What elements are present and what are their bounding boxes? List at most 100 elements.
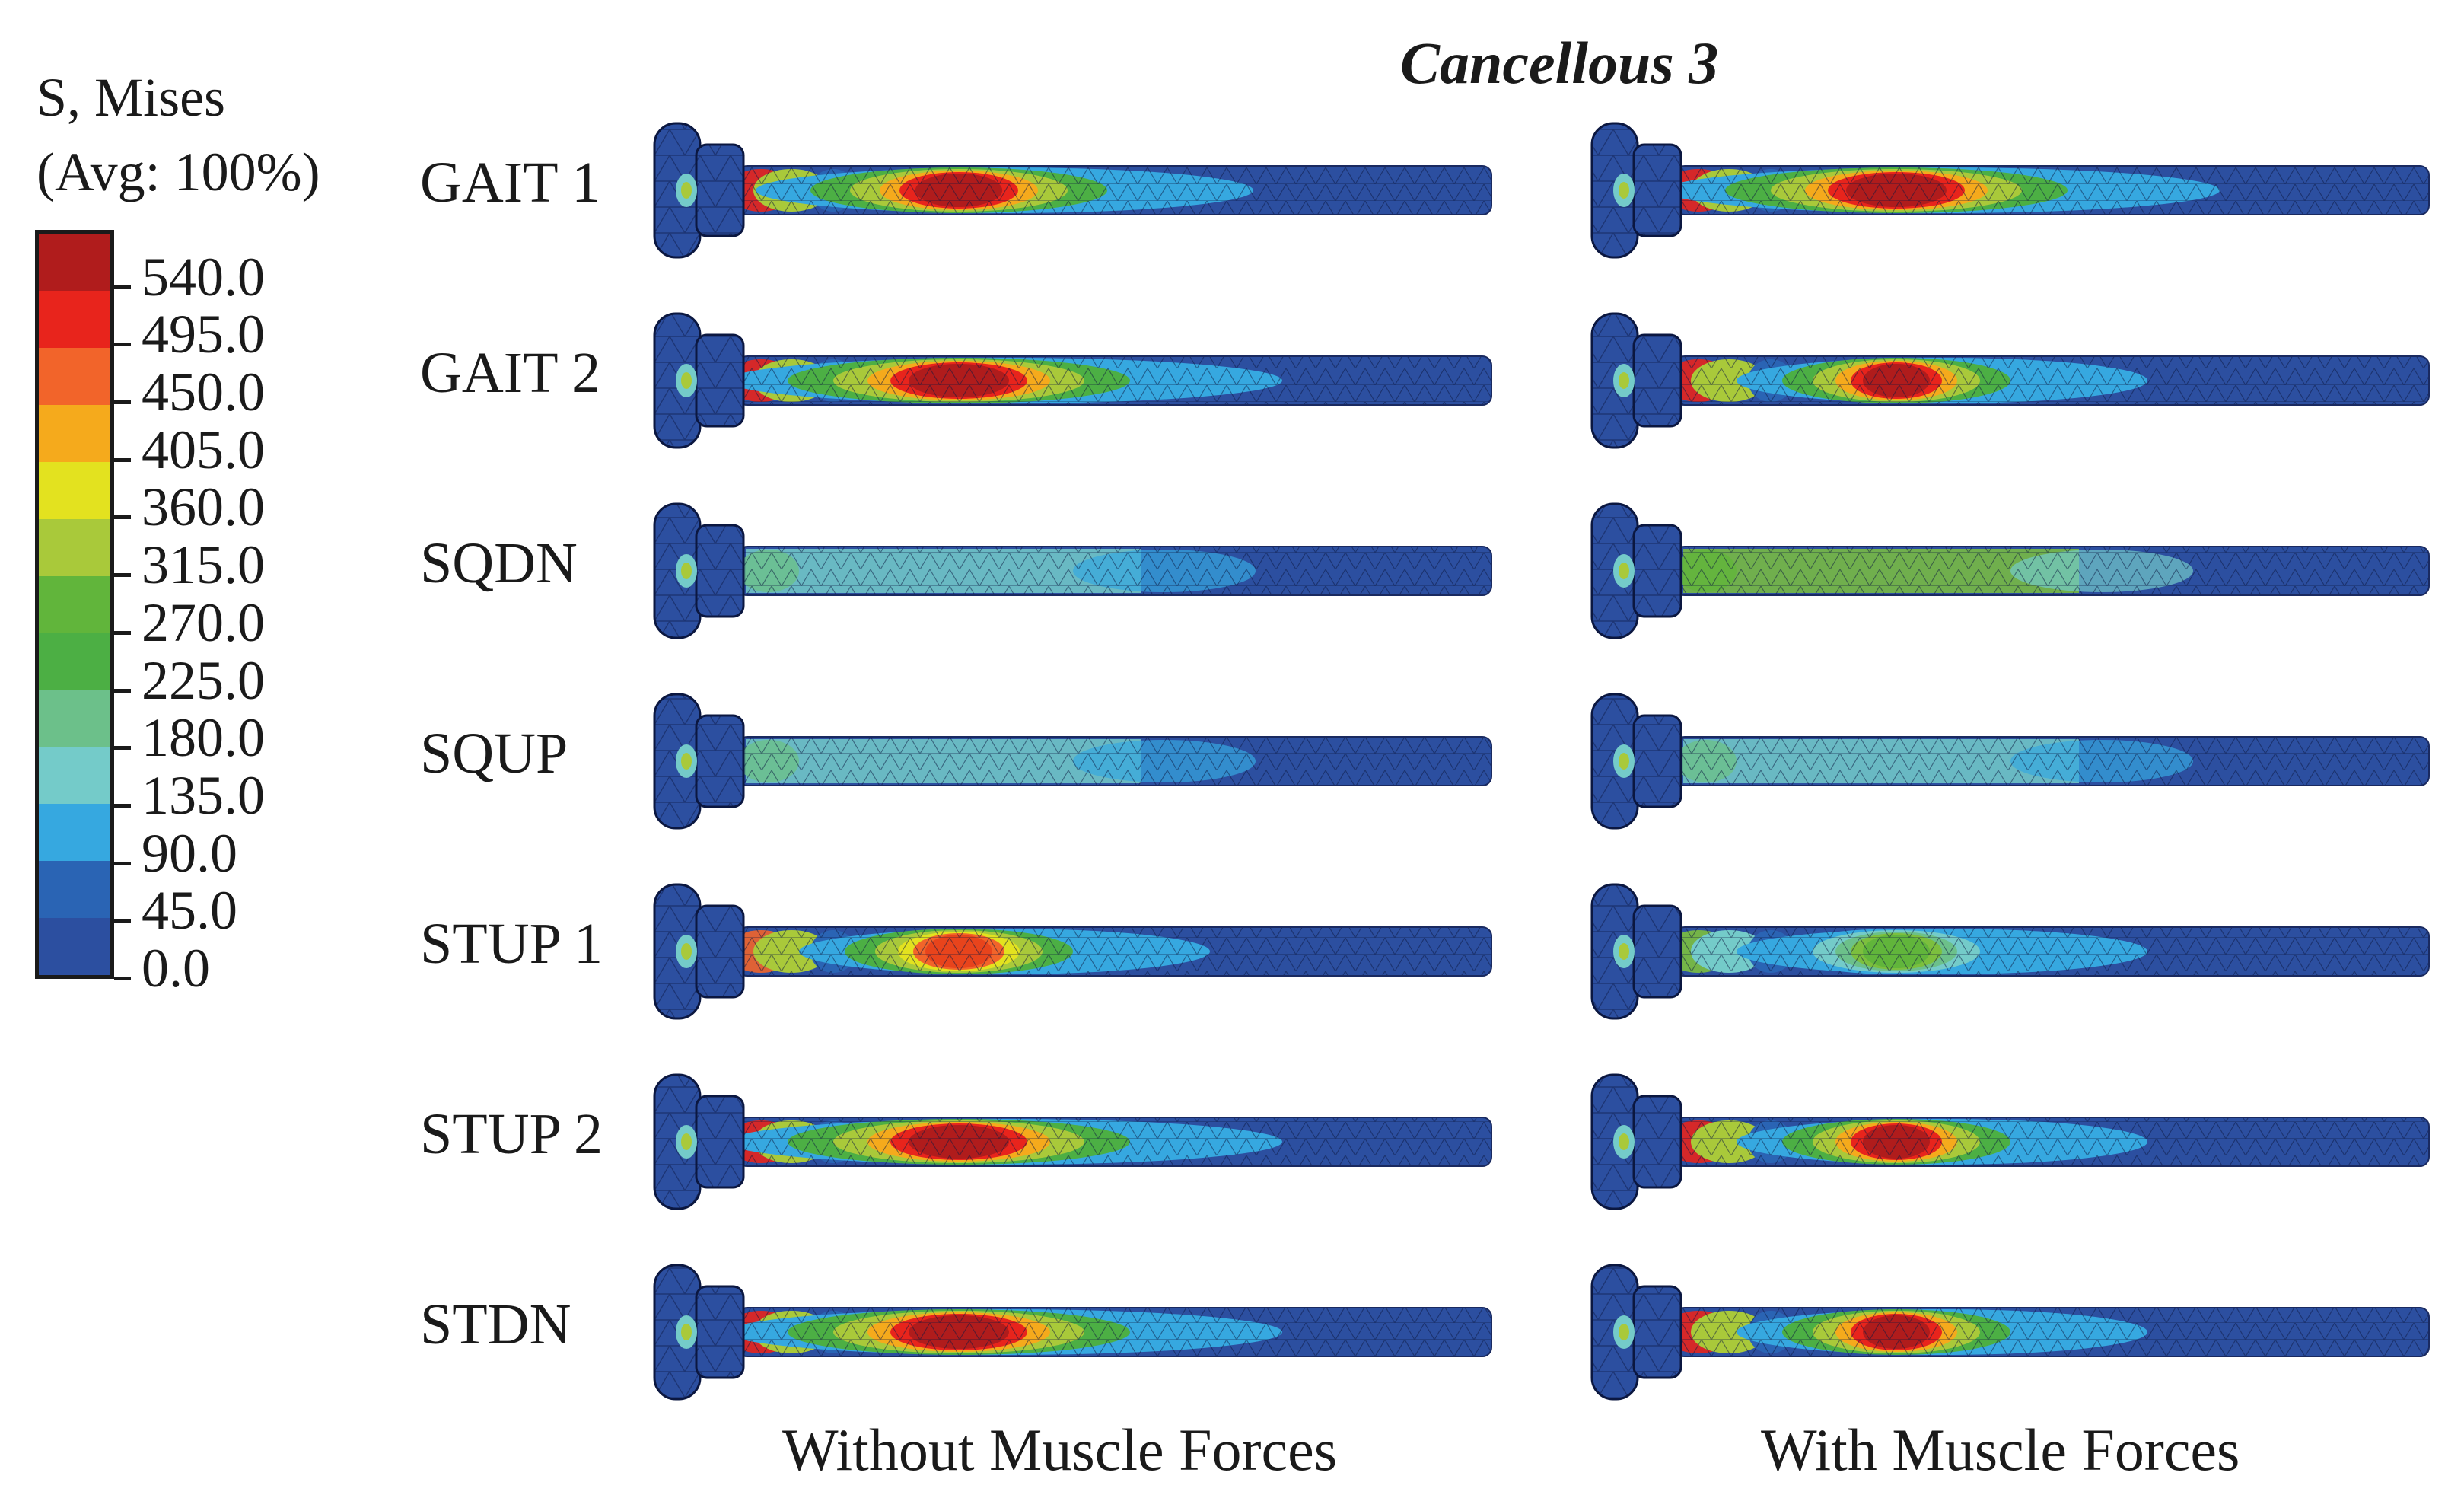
row-label-sqdn: SQDN [420, 531, 578, 595]
stress-region [1619, 182, 1629, 199]
mesh-overlay [1634, 906, 1681, 997]
mesh-overlay [1676, 737, 2429, 786]
stress-region [1619, 943, 1629, 960]
color-scale-tick [114, 746, 131, 751]
mesh-overlay [738, 1117, 1491, 1166]
figure-title: Cancellous 3 [1400, 30, 1719, 96]
column-label-with-muscle-forces: With Muscle Forces [1761, 1417, 2240, 1483]
color-scale-tick [114, 630, 131, 635]
stress-region [1619, 753, 1629, 770]
color-scale-tick [114, 861, 131, 865]
stress-model [653, 693, 1492, 830]
mesh-overlay [1676, 1117, 2429, 1166]
mesh-overlay [738, 166, 1491, 215]
color-scale-tick-label: 225.0 [142, 649, 265, 711]
color-scale-ticks [114, 230, 131, 980]
mesh-overlay [1634, 716, 1681, 807]
color-scale-tick-label: 450.0 [142, 362, 265, 423]
color-scale-bar [35, 230, 114, 979]
mesh-overlay [1676, 927, 2429, 976]
mesh-overlay [1676, 547, 2429, 595]
color-scale-tick-label: 135.0 [142, 764, 265, 826]
stress-region [1619, 1133, 1629, 1150]
stress-region [681, 182, 692, 199]
mesh-overlay [738, 356, 1491, 405]
mesh-overlay [1634, 145, 1681, 236]
stress-model [653, 502, 1492, 639]
stress-model [1590, 693, 2430, 830]
color-scale-tick [114, 977, 131, 980]
row-label-squp: SQUP [420, 722, 568, 786]
row-label-gait-1: GAIT 1 [420, 151, 601, 215]
mesh-overlay [1676, 1308, 2429, 1356]
row-label-stdn: STDN [420, 1292, 571, 1356]
mesh-overlay [1634, 1096, 1681, 1187]
color-scale-segment [39, 804, 110, 862]
stress-model [1590, 122, 2430, 259]
mesh-overlay [696, 525, 743, 617]
stress-model [653, 122, 1492, 259]
color-scale-segment [39, 518, 110, 576]
color-scale-tick [114, 457, 131, 462]
mesh-overlay [696, 906, 743, 997]
stress-model [1590, 502, 2430, 639]
row-label-gait-2: GAIT 2 [420, 341, 601, 405]
stress-region [681, 563, 692, 579]
stress-model [1590, 312, 2430, 449]
color-scale-segment [39, 347, 110, 405]
mesh-overlay [1676, 166, 2429, 215]
stress-region [1619, 372, 1629, 389]
color-scale-segment [39, 861, 110, 919]
color-scale-tick-label: 90.0 [142, 822, 237, 884]
stress-model [1590, 883, 2430, 1020]
color-scale-tick-label: 540.0 [142, 246, 265, 308]
stress-model [653, 1264, 1492, 1401]
color-scale-segment [39, 918, 110, 975]
color-scale-segment [39, 633, 110, 690]
color-scale-tick-label: 0.0 [142, 938, 210, 999]
mesh-overlay [738, 737, 1491, 786]
color-scale-tick-label: 360.0 [142, 476, 265, 538]
mesh-overlay [696, 1286, 743, 1378]
color-scale-segment [39, 461, 110, 519]
color-scale-segment [39, 290, 110, 348]
mesh-overlay [696, 145, 743, 236]
legend-subtitle: (Avg: 100%) [37, 142, 320, 202]
mesh-overlay [738, 547, 1491, 595]
color-scale-tick [114, 803, 131, 808]
stress-region [681, 943, 692, 960]
color-scale-tick [114, 515, 131, 520]
color-scale-segment [39, 234, 110, 291]
color-scale-tick [114, 573, 131, 578]
mesh-overlay [738, 927, 1491, 976]
mesh-overlay [1676, 356, 2429, 405]
mesh-overlay [1634, 1286, 1681, 1378]
stress-region [681, 753, 692, 770]
color-scale-tick [114, 343, 131, 347]
color-scale-segment [39, 747, 110, 805]
stress-region [681, 1133, 692, 1150]
mesh-overlay [696, 335, 743, 426]
color-scale-segment [39, 404, 110, 462]
mesh-overlay [696, 716, 743, 807]
color-scale-tick-label: 270.0 [142, 591, 265, 653]
mesh-overlay [1634, 525, 1681, 617]
legend-title: S, Mises [37, 67, 226, 128]
stress-model [653, 1073, 1492, 1210]
color-scale-tick-label: 405.0 [142, 419, 265, 480]
mesh-overlay [1634, 335, 1681, 426]
color-scale-segment [39, 575, 110, 633]
mesh-overlay [738, 1308, 1491, 1356]
column-label-without-muscle-forces: Without Muscle Forces [782, 1417, 1338, 1483]
color-scale-tick-label: 495.0 [142, 304, 265, 365]
color-scale-tick [114, 919, 131, 923]
stress-model [653, 883, 1492, 1020]
color-scale-tick [114, 400, 131, 405]
stress-model [1590, 1264, 2430, 1401]
color-scale-tick [114, 285, 131, 289]
stress-model [653, 312, 1492, 449]
stress-region [1619, 1324, 1629, 1340]
mesh-overlay [696, 1096, 743, 1187]
stress-model [1590, 1073, 2430, 1210]
